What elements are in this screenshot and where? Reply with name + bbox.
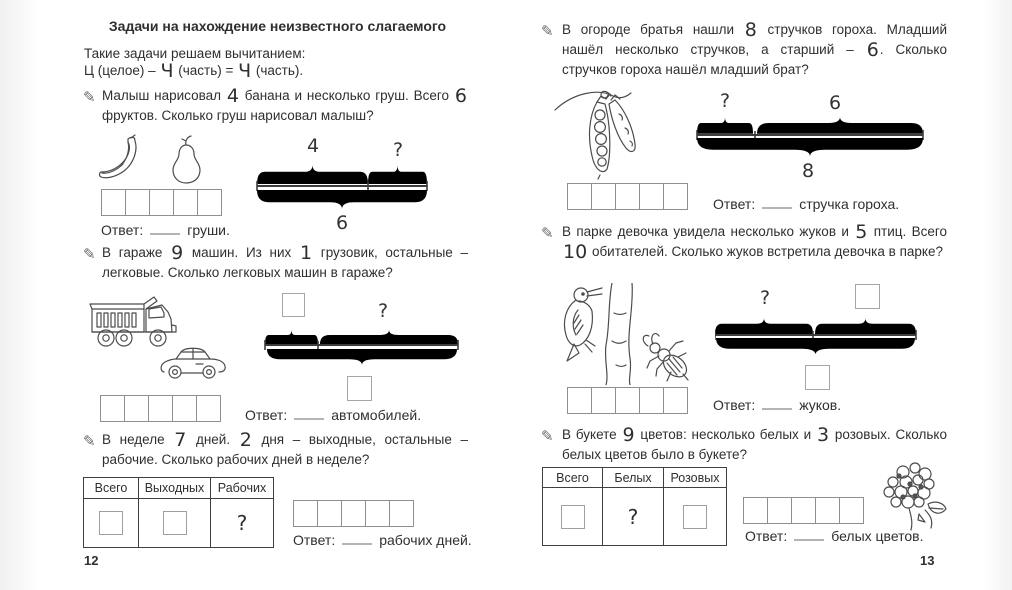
problem-text: В неделе 7 дней. 2 дня – выходные, остал… bbox=[102, 429, 468, 468]
answer-blank bbox=[150, 221, 181, 235]
answer-suffix: автомобилей. bbox=[331, 407, 422, 423]
diagram-total-label: 6 bbox=[335, 212, 349, 234]
working-cells-row bbox=[100, 395, 221, 422]
pencil-icon: ✎ bbox=[541, 225, 554, 242]
page-title: Задачи на нахождение неизвестного слагае… bbox=[108, 18, 447, 34]
table-cell bbox=[84, 499, 139, 547]
table-cell bbox=[543, 488, 603, 545]
working-cells-row bbox=[567, 387, 688, 414]
problem-text: В гараже 9 машин. Из них 1 грузовик, ост… bbox=[102, 242, 468, 281]
problem-text: Малыш нарисовал 4 банана и несколько гру… bbox=[102, 85, 467, 124]
table-header: Всего bbox=[543, 468, 603, 488]
table-header: Розовых bbox=[664, 468, 726, 488]
answer-label: Ответ: bbox=[101, 222, 144, 238]
pea-pods-icon bbox=[553, 86, 665, 180]
table-header: Выходных bbox=[139, 478, 211, 499]
answer-box bbox=[99, 511, 123, 535]
answer-line: Ответ: рабочих дней. bbox=[293, 531, 472, 548]
problem-text: В огороде братья нашли 8 стручков гороха… bbox=[562, 19, 948, 78]
pencil-icon: ✎ bbox=[83, 246, 96, 263]
dump-truck-icon bbox=[88, 292, 188, 352]
pencil-icon: ✎ bbox=[83, 433, 96, 450]
diagram-part-label: ? bbox=[377, 300, 389, 322]
intro-line-2: Ц (целое) – Ч (часть) = Ч (часть). bbox=[84, 60, 304, 82]
answer-label: Ответ: bbox=[293, 532, 336, 548]
diagram-total-label: 8 bbox=[801, 160, 815, 182]
answer-label: Ответ: bbox=[713, 196, 756, 212]
table-header: Рабочих bbox=[211, 478, 273, 499]
diagram-part-box bbox=[855, 284, 880, 309]
answer-box bbox=[683, 504, 707, 529]
table-header: Всего bbox=[84, 478, 139, 499]
answer-box bbox=[162, 511, 187, 535]
diagram-part-label: 4 bbox=[306, 135, 320, 157]
word-problem-table: Всего Выходных Рабочих ? bbox=[83, 477, 274, 548]
table-cell bbox=[664, 488, 726, 545]
answer-line: Ответ: стручка гороха. bbox=[713, 195, 899, 212]
diagram-part-label: ? bbox=[392, 139, 404, 161]
bar-diagram: 4 ? 6 bbox=[250, 135, 445, 238]
beetle-icon bbox=[638, 328, 696, 384]
diagram-part-box bbox=[282, 293, 305, 317]
answer-line: Ответ: жуков. bbox=[713, 396, 841, 413]
answer-suffix: белых цветов. bbox=[831, 528, 924, 544]
answer-blank bbox=[294, 406, 325, 420]
answer-blank bbox=[342, 531, 373, 545]
banana-pear-illustration bbox=[98, 133, 213, 187]
working-cells-row bbox=[567, 183, 688, 210]
answer-label: Ответ: bbox=[745, 528, 788, 544]
answer-suffix: груши. bbox=[187, 222, 230, 238]
pear-icon bbox=[172, 135, 201, 184]
banana-icon bbox=[98, 136, 137, 179]
bar-diagram: ? 6 8 bbox=[690, 90, 935, 204]
bar-diagram: ? bbox=[715, 283, 925, 395]
diagram-total-box bbox=[805, 365, 830, 390]
diagram-total-box bbox=[347, 376, 372, 401]
answer-suffix: жуков. bbox=[799, 397, 842, 413]
woodpecker-icon bbox=[552, 283, 642, 385]
pencil-icon: ✎ bbox=[83, 89, 96, 106]
problem-text: В парке девочка увидела несколько жуков … bbox=[562, 221, 948, 263]
page-number-right: 13 bbox=[920, 553, 935, 568]
answer-box bbox=[560, 504, 585, 529]
answer-suffix: стручка гороха. bbox=[799, 196, 900, 212]
pencil-icon: ✎ bbox=[541, 428, 554, 445]
answer-blank bbox=[794, 527, 825, 541]
diagram-part-label: 6 bbox=[828, 92, 842, 114]
bar-diagram: ? bbox=[258, 288, 473, 410]
answer-label: Ответ: bbox=[713, 397, 756, 413]
intro-line-1: Такие задачи решаем вычитанием: bbox=[84, 46, 306, 61]
answer-suffix: рабочих дней. bbox=[379, 532, 472, 548]
word-problem-table: Всего Белых Розовых ? bbox=[542, 467, 727, 546]
diagram-part-label: ? bbox=[719, 90, 731, 112]
table-header: Белых bbox=[603, 468, 664, 488]
table-cell bbox=[139, 499, 211, 547]
table-cell: ? bbox=[603, 488, 664, 545]
answer-line: Ответ: груши. bbox=[101, 221, 230, 238]
answer-blank bbox=[762, 195, 793, 209]
working-cells-row bbox=[101, 189, 222, 216]
answer-blank bbox=[762, 396, 793, 410]
working-cells-row bbox=[743, 497, 864, 524]
answer-line: Ответ: белых цветов. bbox=[745, 527, 924, 544]
flower-bouquet-icon bbox=[873, 458, 958, 533]
car-icon bbox=[158, 343, 230, 383]
diagram-part-label: ? bbox=[759, 287, 771, 309]
page-number-left: 12 bbox=[84, 553, 99, 568]
table-cell: ? bbox=[236, 511, 248, 535]
pencil-icon: ✎ bbox=[541, 23, 554, 40]
answer-label: Ответ: bbox=[245, 407, 288, 423]
working-cells-row bbox=[293, 500, 414, 527]
problem-text: В букете 9 цветов: несколько белых и 3 р… bbox=[562, 424, 947, 463]
answer-line: Ответ: автомобилей. bbox=[245, 406, 421, 423]
